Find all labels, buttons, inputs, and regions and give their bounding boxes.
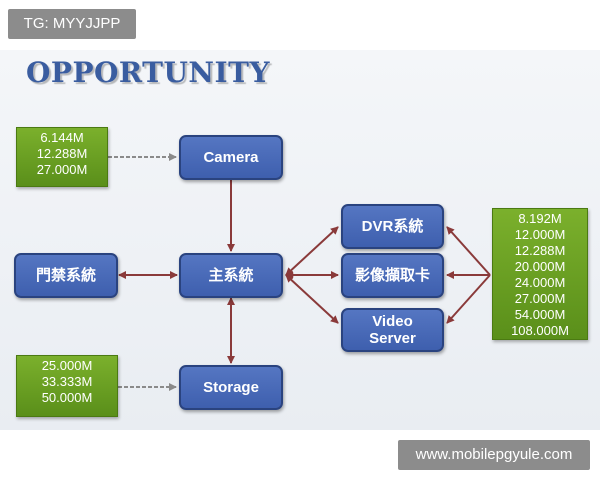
right-rate: 24.000M bbox=[514, 275, 566, 290]
capture-card-node: 影像擷取卡 bbox=[341, 253, 444, 298]
arrow-dvr-right-rates bbox=[446, 226, 491, 276]
storage-rates-box: 25.000M 33.333M 50.000M bbox=[16, 355, 118, 417]
right-rate: 54.000M bbox=[514, 307, 566, 322]
storage-rate: 25.000M bbox=[41, 358, 93, 373]
arrow-main-dvr bbox=[285, 226, 339, 276]
right-rate: 12.288M bbox=[514, 243, 566, 258]
storage-rate: 50.000M bbox=[41, 390, 93, 405]
arrow-video-server-right-rates bbox=[446, 274, 491, 324]
storage-rate: 33.333M bbox=[41, 374, 93, 389]
slide: OPPORTUNITY 6.144M 12.288M bbox=[0, 50, 600, 430]
arrow-main-video-server bbox=[285, 274, 339, 324]
right-rate: 27.000M bbox=[514, 291, 566, 306]
camera-rate: 12.288M bbox=[36, 146, 88, 161]
right-rate: 8.192M bbox=[518, 211, 562, 226]
camera-rates-box: 6.144M 12.288M 27.000M bbox=[16, 127, 108, 187]
camera-node: Camera bbox=[179, 135, 283, 180]
camera-rate: 27.000M bbox=[36, 162, 88, 177]
storage-node: Storage bbox=[179, 365, 283, 410]
connector-layer bbox=[108, 153, 491, 391]
video-server-node: Video Server bbox=[341, 308, 444, 352]
right-rate: 12.000M bbox=[514, 227, 566, 242]
watermark-site: www.mobilepgyule.com bbox=[398, 440, 590, 470]
right-rate: 108.000M bbox=[511, 323, 569, 338]
watermark-tag: TG: MYYJJPP bbox=[8, 9, 136, 39]
dvr-system-node: DVR系統 bbox=[341, 204, 444, 249]
slide-title: OPPORTUNITY bbox=[26, 56, 270, 89]
right-rates-box: 8.192M 12.000M 12.288M 20.000M 24.000M 2… bbox=[492, 208, 588, 340]
main-system-node: 主系統 bbox=[179, 253, 283, 298]
camera-rate: 6.144M bbox=[40, 130, 84, 145]
right-rate: 20.000M bbox=[514, 259, 566, 274]
access-control-node: 門禁系統 bbox=[14, 253, 118, 298]
